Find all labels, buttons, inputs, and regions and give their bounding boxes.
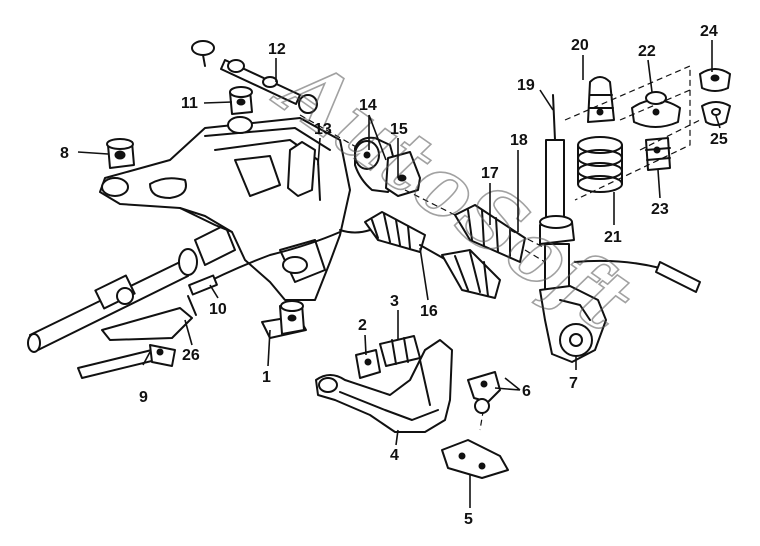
callout-11: 11	[181, 95, 198, 112]
washer-25	[701, 101, 731, 126]
coil-spring-21	[577, 136, 623, 193]
bracket-26	[101, 295, 197, 341]
drive-shaft	[27, 224, 236, 353]
callout-9: 9	[139, 389, 148, 406]
knuckle-7	[539, 285, 607, 363]
plate-5	[441, 439, 509, 479]
callout-26: 26	[182, 347, 200, 364]
callout-14: 14	[359, 97, 377, 114]
callout-16: 16	[420, 303, 438, 320]
boot-17	[454, 204, 546, 263]
rubber-mount-1	[261, 300, 307, 339]
subframe	[99, 116, 351, 301]
callout-22: 22	[638, 43, 656, 60]
bump-stop-20	[587, 76, 615, 123]
lower-control-arm-4	[315, 339, 453, 433]
callout-23: 23	[651, 201, 669, 218]
brake-line-10	[188, 231, 341, 296]
callout-18: 18	[510, 132, 528, 149]
washer-24	[699, 68, 731, 92]
bushing-11	[229, 86, 253, 115]
callout-10: 10	[209, 301, 227, 318]
callout-19: 19	[517, 77, 535, 94]
callout-15: 15	[390, 121, 408, 138]
mount-bushing-8	[106, 138, 135, 169]
top-mount-22	[631, 91, 681, 128]
callout-12: 12	[268, 41, 286, 58]
callout-24: 24	[700, 23, 718, 40]
callout-3: 3	[390, 293, 399, 310]
callout-2: 2	[358, 317, 367, 334]
callout-17: 17	[481, 165, 499, 182]
ball-joint-6	[467, 371, 501, 414]
leader-lines	[77, 40, 721, 508]
assembly-guides	[299, 65, 701, 431]
brake-line-right	[574, 259, 701, 293]
callout-20: 20	[571, 37, 589, 54]
bushing-2-3	[355, 335, 421, 379]
callout-5: 5	[464, 511, 473, 528]
callout-6: 6	[522, 383, 531, 400]
callout-21: 21	[604, 229, 622, 246]
bump-stop-23	[645, 137, 671, 171]
callout-8: 8	[60, 145, 69, 162]
toe-link-12	[191, 40, 318, 114]
callout-labels: 1 2 3 4 5 6 7 8 9 10 11 12 13 14 15 16 1…	[60, 23, 728, 528]
callout-1: 1	[262, 369, 271, 386]
callout-25: 25	[710, 131, 728, 148]
lever-9	[77, 344, 176, 379]
callout-7: 7	[569, 375, 578, 392]
callout-13: 13	[314, 121, 332, 138]
boot-14-15	[354, 136, 421, 197]
callout-4: 4	[390, 447, 399, 464]
axle-shaft	[339, 211, 501, 299]
shock-absorber-19	[539, 94, 575, 295]
